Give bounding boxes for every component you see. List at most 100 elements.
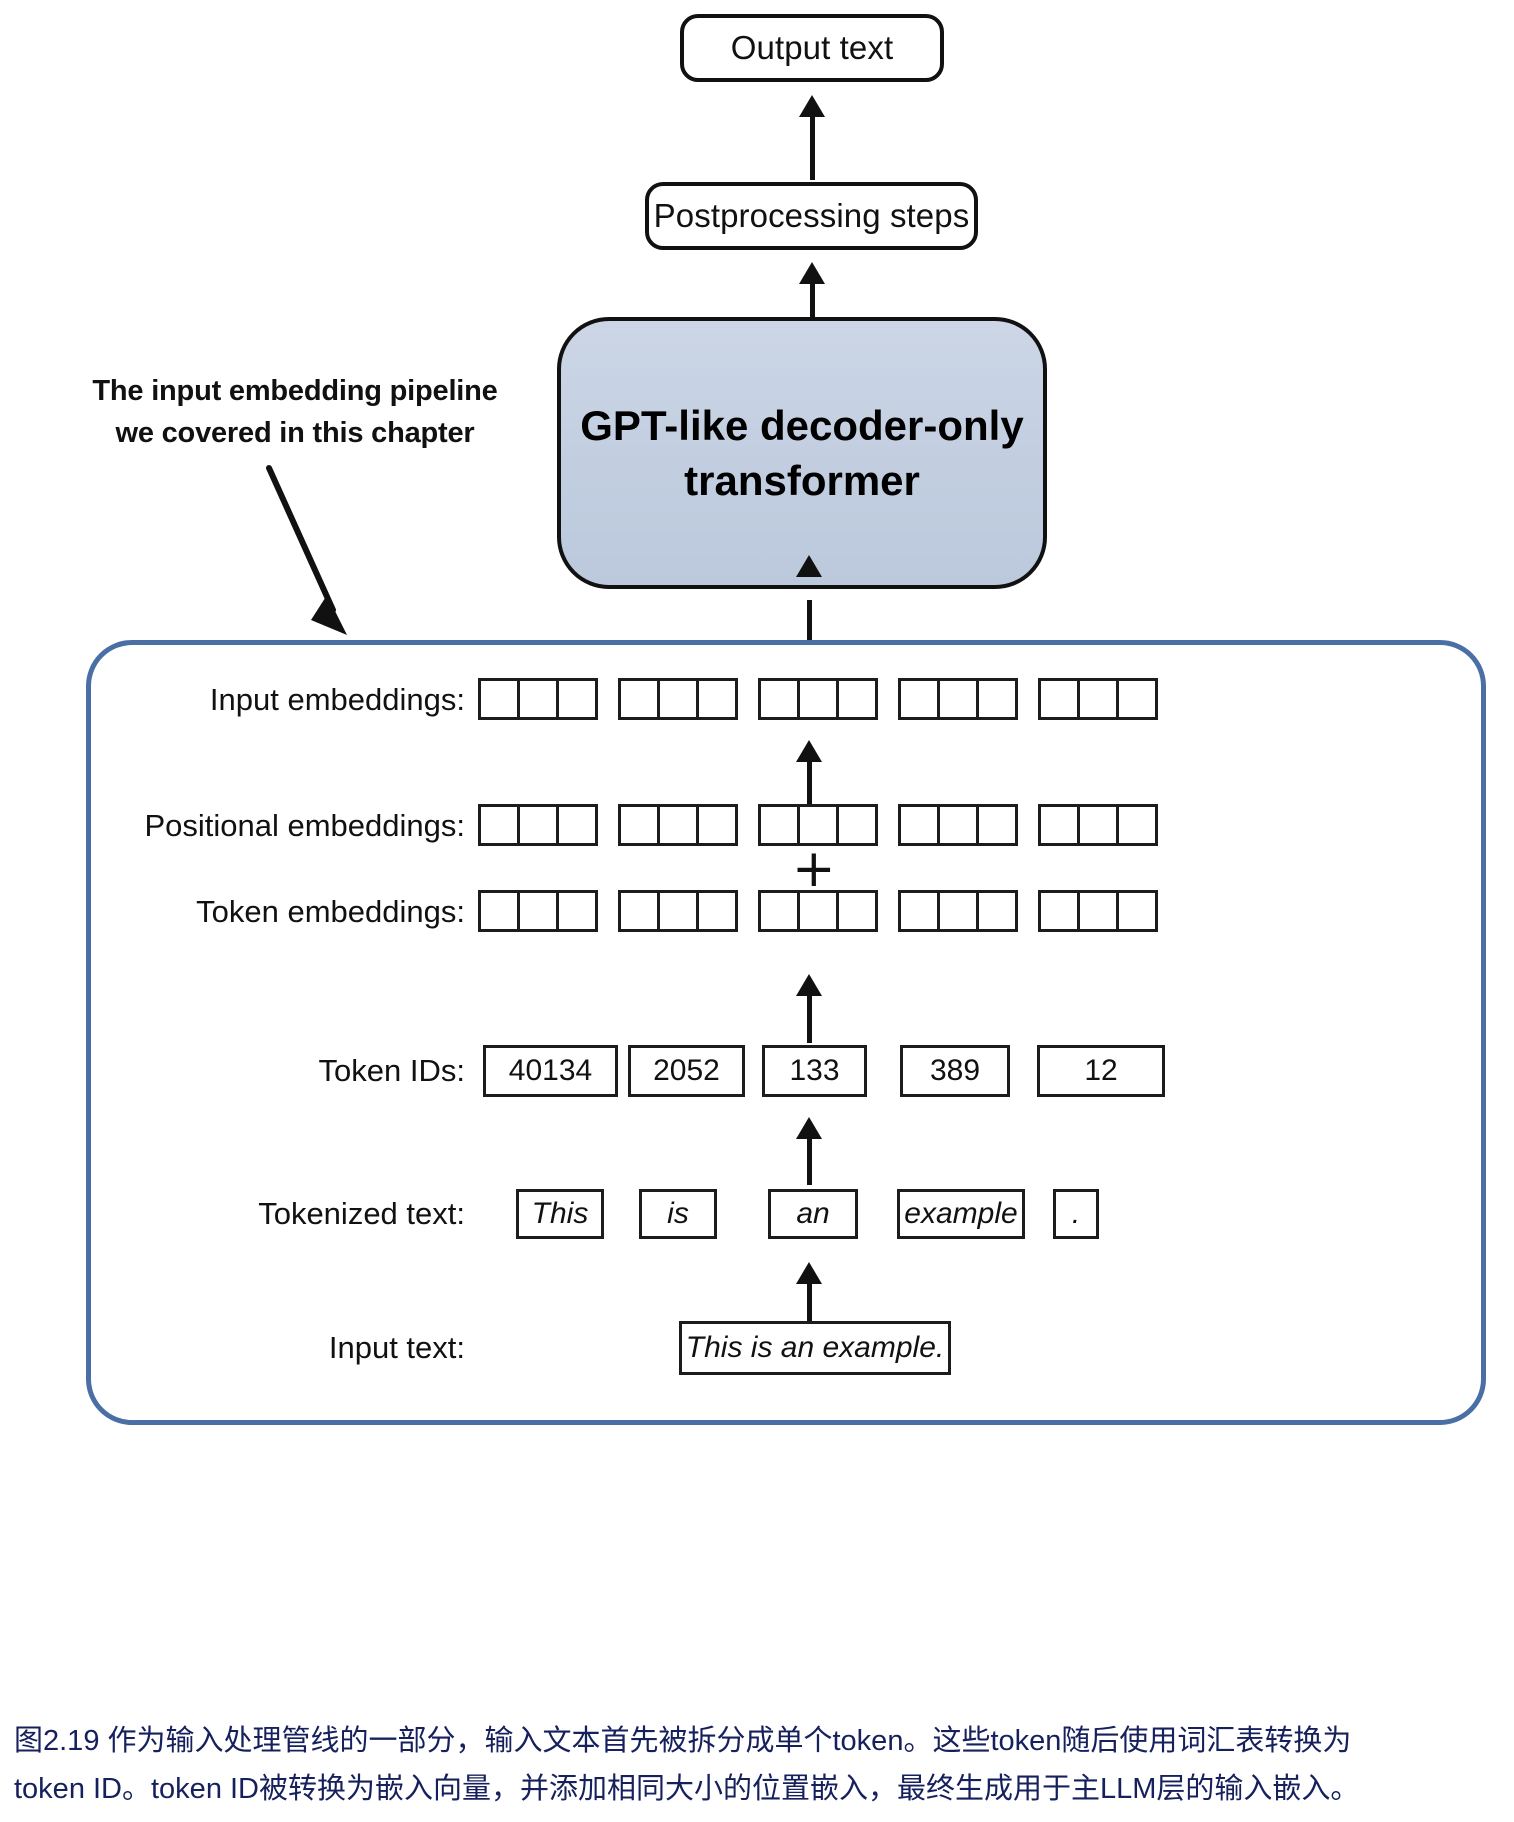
embedding-cell [657, 804, 699, 846]
row-label-token-ids: Token IDs: [318, 1053, 465, 1088]
tokenized-text-box-1: This [516, 1189, 604, 1239]
embedding-cell [1116, 804, 1158, 846]
embedding-cell [556, 678, 598, 720]
token-id-box-4: 389 [900, 1045, 1010, 1097]
plus-sign: + [792, 839, 836, 899]
arrow-tokenized-to-tokenids-shaft [807, 1137, 812, 1185]
token-embeddings-group-3 [758, 890, 878, 932]
caption-line-2-text: token ID。token ID被转换为嵌入向量，并添加相同大小的位置嵌入，最… [14, 1773, 1360, 1805]
embedding-cell [898, 804, 940, 846]
arrow-transformer-to-postprocessing-shaft [810, 275, 815, 321]
gpt-transformer-box: GPT-like decoder-only transformer [557, 317, 1047, 589]
embedding-cell [618, 678, 660, 720]
embedding-cell [1077, 804, 1119, 846]
embedding-cell [696, 804, 738, 846]
arrow-transformer-to-postprocessing-head [799, 262, 825, 284]
token-embeddings-group-5 [1038, 890, 1158, 932]
embedding-cell [898, 678, 940, 720]
embedding-cell [618, 890, 660, 932]
input-embeddings-group-2 [618, 678, 738, 720]
figure-caption-line-1: 图2.19 作为输入处理管线的一部分，输入文本首先被拆分成单个token。这些t… [14, 1718, 1504, 1764]
tokenized-text-box-4: example [897, 1189, 1025, 1239]
embedding-cell [696, 890, 738, 932]
embedding-cell [836, 678, 878, 720]
output-text-box: Output text [680, 14, 944, 82]
embedding-cell [478, 804, 520, 846]
embedding-cell [517, 890, 559, 932]
arrow-sum-to-input-embeddings-head [796, 740, 822, 762]
token-id-box-2: 2052 [628, 1045, 745, 1097]
embedding-cell [1038, 890, 1080, 932]
arrow-postprocessing-to-output-shaft [810, 108, 815, 180]
positional-embeddings-group-2 [618, 804, 738, 846]
caption-line-1-text: 图2.19 作为输入处理管线的一部分，输入文本首先被拆分成单个token。这些t… [14, 1725, 1352, 1757]
input-embeddings-group-4 [898, 678, 1018, 720]
embedding-cell [478, 678, 520, 720]
embedding-cell [556, 890, 598, 932]
token-id-box-5: 12 [1037, 1045, 1165, 1097]
row-label-token-embeddings: Token embeddings: [196, 894, 465, 929]
input-embeddings-group-3 [758, 678, 878, 720]
input-text-box: This is an example. [679, 1321, 951, 1375]
embedding-cell [556, 804, 598, 846]
annotation-arrow [266, 465, 347, 635]
token-id-box-3: 133 [762, 1045, 867, 1097]
pipeline-annotation: The input embedding pipeline we covered … [92, 375, 498, 450]
embedding-cell [1077, 678, 1119, 720]
token-id-box-1: 40134 [483, 1045, 618, 1097]
embedding-cell [1116, 678, 1158, 720]
positional-embeddings-group-1 [478, 804, 598, 846]
embedding-cell [478, 890, 520, 932]
embedding-cell [937, 890, 979, 932]
output-text-label: Output text [730, 29, 894, 66]
embedding-cell [976, 804, 1018, 846]
embedding-cell [758, 678, 800, 720]
embedding-cell [836, 804, 878, 846]
embedding-cell [657, 678, 699, 720]
embedding-cell [1038, 804, 1080, 846]
figure-caption-line-2: token ID。token ID被转换为嵌入向量，并添加相同大小的位置嵌入，最… [14, 1766, 1504, 1812]
embedding-cell [797, 890, 839, 932]
arrow-inputtext-to-tokenized-head [796, 1262, 822, 1284]
arrow-sum-to-input-embeddings-shaft [807, 760, 812, 808]
row-label-input-embeddings: Input embeddings: [209, 682, 465, 717]
embedding-cell [696, 678, 738, 720]
arrow-embeddings-to-transformer-head [796, 555, 822, 577]
embedding-cell [898, 890, 940, 932]
arrow-tokenids-to-tokenembeddings-head [796, 974, 822, 996]
input-embeddings-group-5 [1038, 678, 1158, 720]
arrow-tokenids-to-tokenembeddings-shaft [807, 995, 812, 1043]
embedding-cell [937, 804, 979, 846]
embedding-cell [657, 890, 699, 932]
tokenized-text-box-5: . [1053, 1189, 1099, 1239]
arrow-postprocessing-to-output-head [799, 95, 825, 117]
embedding-cell [758, 890, 800, 932]
input-embedding-pipeline-box [86, 640, 1486, 1425]
postprocessing-steps-box: Postprocessing steps [645, 182, 978, 250]
row-label-input-text: Input text: [328, 1330, 465, 1365]
tokenized-text-box-2: is [639, 1189, 717, 1239]
row-label-positional-embeddings: Positional embeddings: [144, 808, 465, 843]
embedding-cell [517, 678, 559, 720]
embedding-cell [517, 804, 559, 846]
embedding-cell [976, 678, 1018, 720]
token-embeddings-group-1 [478, 890, 598, 932]
row-label-tokenized-text: Tokenized text: [258, 1196, 465, 1231]
token-embeddings-group-2 [618, 890, 738, 932]
postprocessing-steps-label: Postprocessing steps [653, 197, 970, 234]
positional-embeddings-group-3 [758, 804, 878, 846]
positional-embeddings-group-5 [1038, 804, 1158, 846]
embedding-cell [836, 890, 878, 932]
arrow-inputtext-to-tokenized-shaft [807, 1283, 812, 1328]
embedding-cell [618, 804, 660, 846]
input-embeddings-group-1 [478, 678, 598, 720]
embedding-cell [1077, 890, 1119, 932]
token-embeddings-group-4 [898, 890, 1018, 932]
embedding-cell [976, 890, 1018, 932]
embedding-cell [1116, 890, 1158, 932]
gpt-transformer-label: GPT-like decoder-only transformer [580, 401, 1024, 504]
tokenized-text-box-3: an [768, 1189, 858, 1239]
arrow-tokenized-to-tokenids-head [796, 1117, 822, 1139]
embedding-cell [937, 678, 979, 720]
